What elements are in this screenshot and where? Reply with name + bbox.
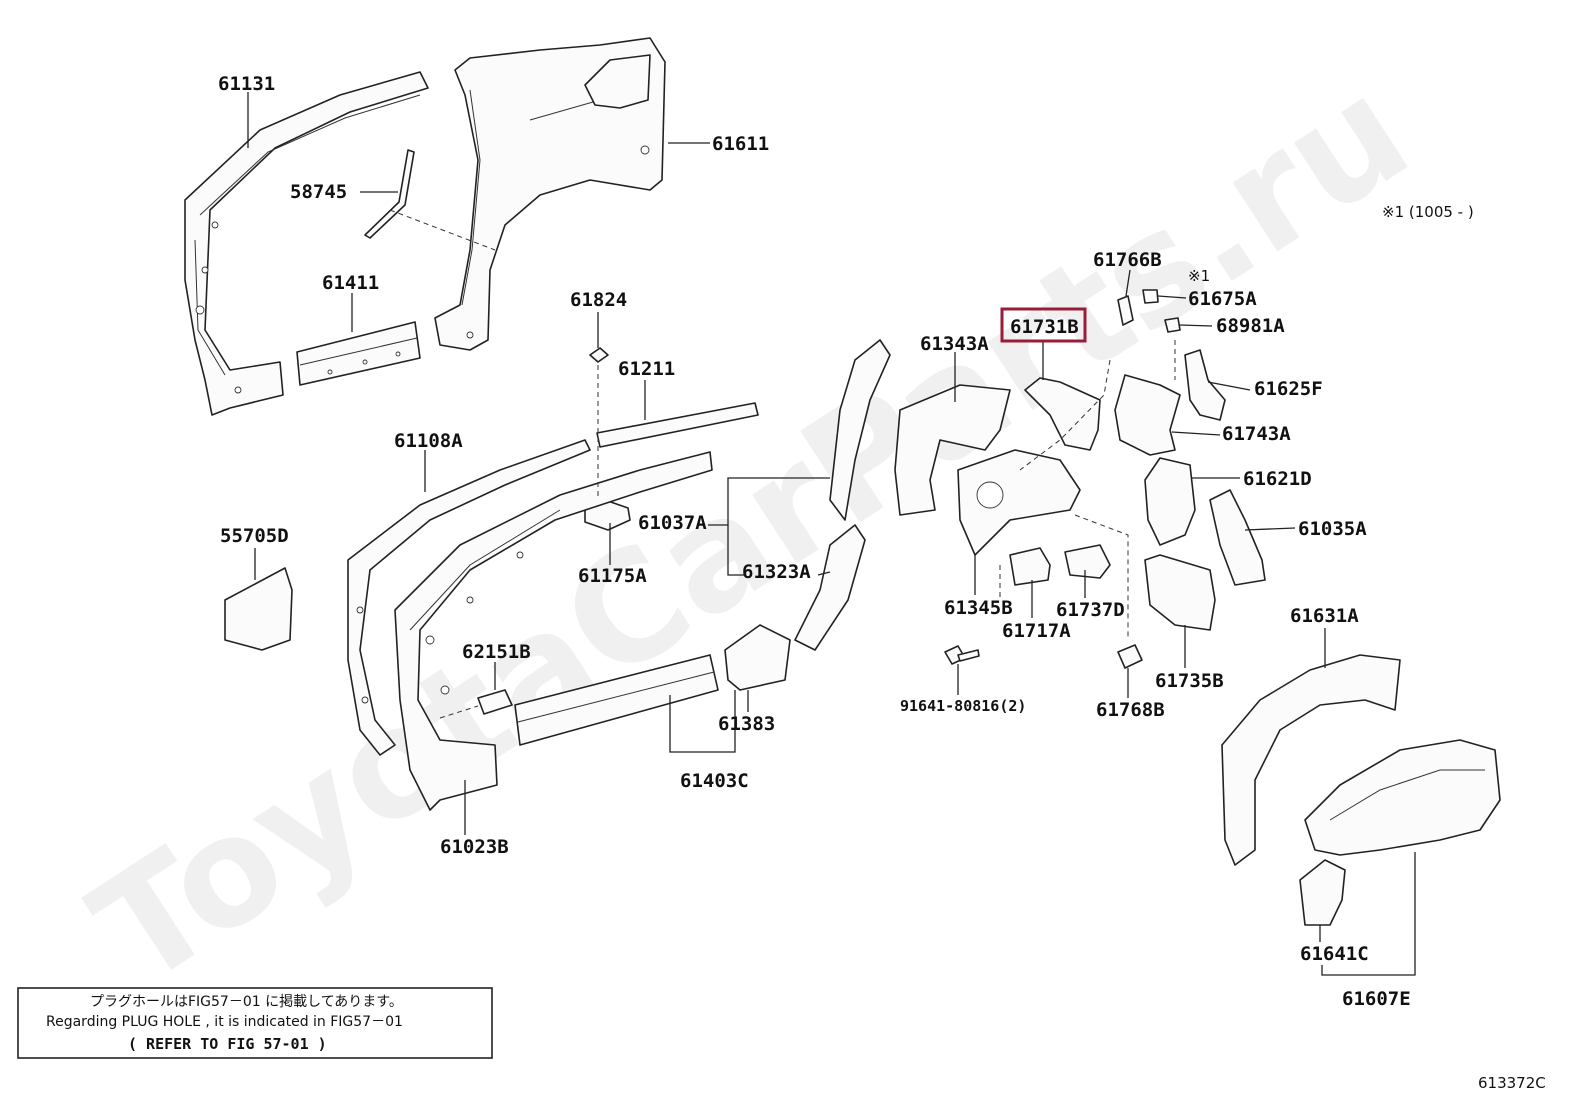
label-62151B[interactable]: 62151B	[462, 641, 531, 663]
label-61675A[interactable]: 61675A	[1188, 288, 1257, 310]
label-61411[interactable]: 61411	[322, 272, 379, 294]
label-61323A[interactable]: 61323A	[742, 561, 811, 583]
note-marker: ※1	[1188, 267, 1210, 285]
label-61631A[interactable]: 61631A	[1290, 605, 1359, 627]
label-61037A[interactable]: 61037A	[638, 512, 707, 534]
label-58745[interactable]: 58745	[290, 181, 347, 203]
part-61631A-shape[interactable]	[1221, 654, 1401, 866]
part-61625F-shape[interactable]	[1184, 349, 1226, 421]
range-note: ※1 (1005 - )	[1382, 203, 1474, 221]
part-91641-shape[interactable]	[944, 645, 980, 665]
label-91641-80816[interactable]: 91641-80816(2)	[900, 697, 1026, 715]
label-61625F[interactable]: 61625F	[1254, 378, 1323, 400]
label-55705D[interactable]: 55705D	[220, 525, 289, 547]
part-61768B-shape[interactable]	[1117, 644, 1143, 669]
part-61621D-shape[interactable]	[1144, 457, 1196, 546]
part-61735B-shape[interactable]	[1144, 554, 1216, 631]
part-61607E-shape[interactable]	[1304, 739, 1501, 856]
note-line-reference[interactable]: ( REFER TO FIG 57-01 )	[128, 1035, 327, 1053]
note-line-english: Regarding PLUG HOLE , it is indicated in…	[46, 1014, 403, 1030]
part-61323A-shape[interactable]	[794, 524, 866, 651]
label-61743A[interactable]: 61743A	[1222, 423, 1291, 445]
part-61717A-shape[interactable]	[1009, 547, 1051, 586]
part-61641C-shape[interactable]	[1299, 859, 1346, 926]
part-61343A-shape[interactable]	[894, 384, 1011, 516]
label-61403C[interactable]: 61403C	[680, 770, 749, 792]
part-61035A-shape[interactable]	[1209, 489, 1266, 586]
part-61403C-shape[interactable]	[514, 654, 719, 746]
label-61607E[interactable]: 61607E	[1342, 988, 1411, 1010]
label-68981A[interactable]: 68981A	[1216, 315, 1285, 337]
label-61768B[interactable]: 61768B	[1096, 699, 1165, 721]
highlight-box-61731B	[1000, 307, 1087, 343]
label-61108A[interactable]: 61108A	[394, 430, 463, 452]
label-61175A[interactable]: 61175A	[578, 565, 647, 587]
part-61037A-shape[interactable]	[829, 339, 891, 521]
part-61383-shape[interactable]	[724, 624, 791, 691]
label-61641C[interactable]: 61641C	[1300, 943, 1369, 965]
part-61411-shape[interactable]	[296, 321, 421, 386]
part-61675A-shape[interactable]	[1142, 289, 1159, 304]
plug-hole-note: プラグホールはFIG57－01 に掲載してあります。 Regarding PLU…	[17, 987, 493, 1059]
part-61345B-shape[interactable]	[957, 449, 1081, 556]
label-61735B[interactable]: 61735B	[1155, 670, 1224, 692]
label-61343A[interactable]: 61343A	[920, 333, 989, 355]
label-61621D[interactable]: 61621D	[1243, 468, 1312, 490]
label-61023B[interactable]: 61023B	[440, 836, 509, 858]
label-61737D[interactable]: 61737D	[1056, 599, 1125, 621]
part-62151B-shape[interactable]	[477, 689, 513, 715]
label-61611[interactable]: 61611	[712, 133, 769, 155]
label-61717A[interactable]: 61717A	[1002, 620, 1071, 642]
label-61766B[interactable]: 61766B	[1093, 249, 1162, 271]
label-61383[interactable]: 61383	[718, 713, 775, 735]
part-61731B-shape[interactable]	[1024, 377, 1101, 451]
part-55705D-shape[interactable]	[224, 567, 293, 651]
figure-code: 613372C	[1478, 1074, 1546, 1092]
part-61737D-shape[interactable]	[1064, 544, 1111, 579]
label-61731B[interactable]: 61731B	[1010, 316, 1079, 338]
part-61108A-shape[interactable]	[347, 439, 713, 811]
label-61824[interactable]: 61824	[570, 289, 627, 311]
label-61131[interactable]: 61131	[218, 73, 275, 95]
part-68981A-shape[interactable]	[1164, 317, 1181, 333]
part-58745-shape[interactable]	[364, 149, 415, 239]
label-61211[interactable]: 61211	[618, 358, 675, 380]
part-61211-shape[interactable]	[596, 402, 759, 448]
note-line-japanese: プラグホールはFIG57－01 に掲載してあります。	[90, 994, 403, 1010]
part-61743A-shape[interactable]	[1114, 374, 1181, 456]
part-61824-shape[interactable]	[589, 347, 609, 363]
part-61131-shape[interactable]	[184, 71, 429, 416]
label-61035A[interactable]: 61035A	[1298, 518, 1367, 540]
label-61345B[interactable]: 61345B	[944, 597, 1013, 619]
part-61611-shape[interactable]	[434, 37, 666, 351]
part-61766B-shape[interactable]	[1117, 295, 1134, 326]
